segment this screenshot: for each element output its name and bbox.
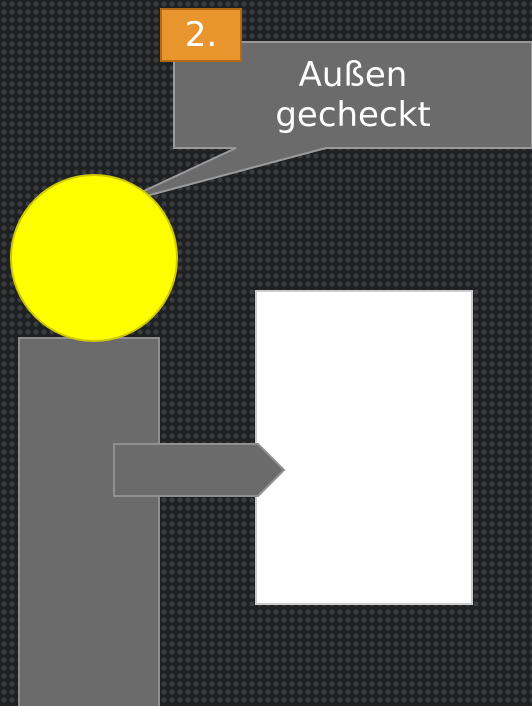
step-number-badge: 2.: [160, 8, 242, 62]
document-sheet: [256, 291, 472, 604]
person-arm: [114, 444, 284, 496]
person-body: [19, 338, 159, 706]
speech-bubble-line-2: gecheckt: [275, 95, 430, 135]
speech-bubble-line-1: Außen: [299, 55, 408, 95]
person-head: [11, 175, 177, 341]
